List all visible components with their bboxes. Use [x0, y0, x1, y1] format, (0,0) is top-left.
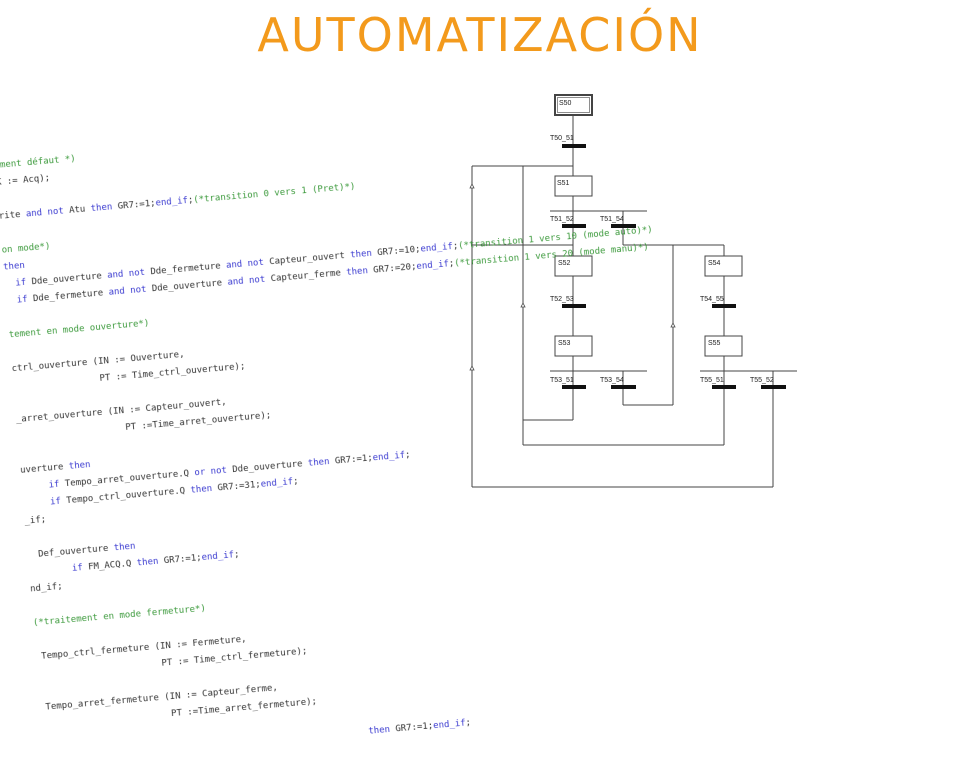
step-s54[interactable]: S54 — [704, 255, 743, 277]
step-label: S52 — [558, 260, 571, 267]
transition-t50-51 — [562, 144, 586, 148]
page-title: AUTOMATIZACIÓN — [257, 8, 703, 62]
transition-t51-54 — [611, 224, 636, 228]
transition-t53-54 — [611, 385, 636, 389]
transition-t52-53 — [562, 304, 586, 308]
step-label: S50 — [559, 100, 572, 107]
up-arrow-icon — [520, 302, 526, 308]
transition-label: T51_54 — [600, 216, 624, 223]
up-arrow-icons — [469, 183, 676, 371]
grafcet-diagram: S50 S51 S52 S53 S54 S55 T50_51 T51_52 T5… — [469, 94, 797, 488]
transition-label: T55_51 — [700, 377, 724, 384]
step-s55[interactable]: S55 — [704, 335, 743, 357]
transition-t51-52 — [562, 224, 586, 228]
step-label: S53 — [558, 340, 571, 347]
step-s50[interactable]: S50 — [554, 94, 593, 116]
transition-label: T54_55 — [700, 296, 724, 303]
transition-bars — [562, 144, 786, 389]
transition-label: T50_51 — [550, 135, 574, 142]
step-label: S55 — [708, 340, 721, 347]
step-label: S54 — [708, 260, 721, 267]
transition-t54-55 — [712, 304, 736, 308]
transition-t53-51 — [562, 385, 586, 389]
transition-labels: T50_51 T51_52 T51_54 T52_53 T54_55 T53_5… — [550, 135, 774, 384]
up-arrow-icon — [469, 365, 475, 371]
step-s53[interactable]: S53 — [554, 335, 593, 357]
transition-label: T53_54 — [600, 377, 624, 384]
up-arrow-icon — [670, 322, 676, 328]
transition-t55-52 — [761, 385, 786, 389]
transition-t55-51 — [712, 385, 736, 389]
transition-label: T53_51 — [550, 377, 574, 384]
transition-label: T51_52 — [550, 216, 574, 223]
step-label: S51 — [557, 180, 570, 187]
step-s51[interactable]: S51 — [554, 175, 593, 197]
transition-label: T52_53 — [550, 296, 574, 303]
code-listing: nment défaut *)K := Acq); rite and not A… — [0, 104, 693, 768]
transition-label: T55_52 — [750, 377, 774, 384]
up-arrow-icon — [469, 183, 475, 189]
step-s52[interactable]: S52 — [554, 255, 593, 277]
